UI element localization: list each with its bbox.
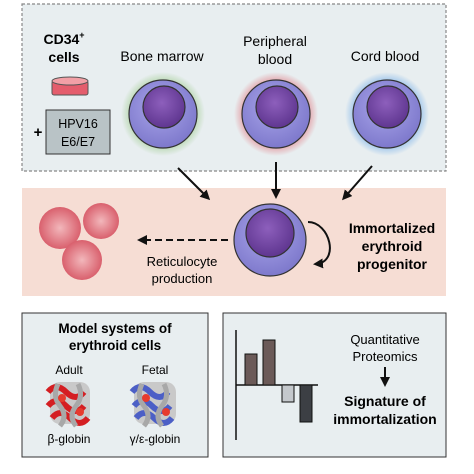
reticulocyte-label-line2: production bbox=[152, 271, 213, 286]
fetal-globin-label: γ/ε-globin bbox=[130, 432, 181, 446]
adult-globin-label: β-globin bbox=[48, 432, 91, 446]
self-renewal-arrow bbox=[307, 221, 331, 269]
chart-bar bbox=[281, 384, 295, 403]
proteomics-bar-chart bbox=[235, 330, 318, 440]
reticulocytes bbox=[39, 203, 119, 280]
hpv-label-line1: HPV16 bbox=[58, 117, 98, 131]
model-systems-title-line2: erythroid cells bbox=[69, 338, 161, 353]
bone-marrow-cell bbox=[121, 72, 205, 156]
result-label-line2: immortalization bbox=[333, 411, 436, 427]
source-label-cord-blood: Cord blood bbox=[351, 48, 420, 64]
peripheral-blood-cell bbox=[234, 72, 318, 156]
fetal-label: Fetal bbox=[142, 363, 169, 377]
method-label-line1: Quantitative bbox=[350, 332, 419, 347]
cord-blood-cell bbox=[345, 72, 429, 156]
hpv-box bbox=[45, 109, 111, 155]
bottom-left-panel bbox=[21, 312, 209, 458]
method-label-line2: Proteomics bbox=[352, 349, 418, 364]
source-label-blood: blood bbox=[258, 51, 292, 67]
adult-hemoglobin-icon bbox=[45, 382, 91, 428]
source-label-bone-marrow: Bone marrow bbox=[120, 48, 204, 64]
petri-dish-icon bbox=[51, 76, 89, 96]
adult-label: Adult bbox=[55, 363, 83, 377]
progenitor-label-line3: progenitor bbox=[357, 256, 428, 272]
progenitor-cell bbox=[233, 203, 307, 277]
chart-bar bbox=[244, 353, 258, 386]
progenitor-label-line2: erythroid bbox=[362, 238, 423, 254]
source-label-peripheral: Peripheral bbox=[243, 33, 307, 49]
cd34-label: CD34+ bbox=[43, 30, 84, 47]
chart-bar bbox=[262, 339, 276, 386]
plus-sign: + bbox=[34, 124, 43, 141]
hpv-label-line2: E6/E7 bbox=[61, 135, 95, 149]
model-systems-title-line1: Model systems of bbox=[58, 321, 172, 336]
reticulocyte-label-line1: Reticulocyte bbox=[147, 254, 218, 269]
arrow-cord-blood bbox=[342, 165, 373, 201]
arrow-bone-marrow bbox=[177, 167, 211, 201]
result-label-line1: Signature of bbox=[344, 393, 426, 409]
fetal-hemoglobin-icon bbox=[129, 382, 176, 428]
progenitor-label-line1: Immortalized bbox=[349, 220, 435, 236]
chart-bar bbox=[299, 384, 313, 423]
cells-label: cells bbox=[48, 49, 79, 65]
